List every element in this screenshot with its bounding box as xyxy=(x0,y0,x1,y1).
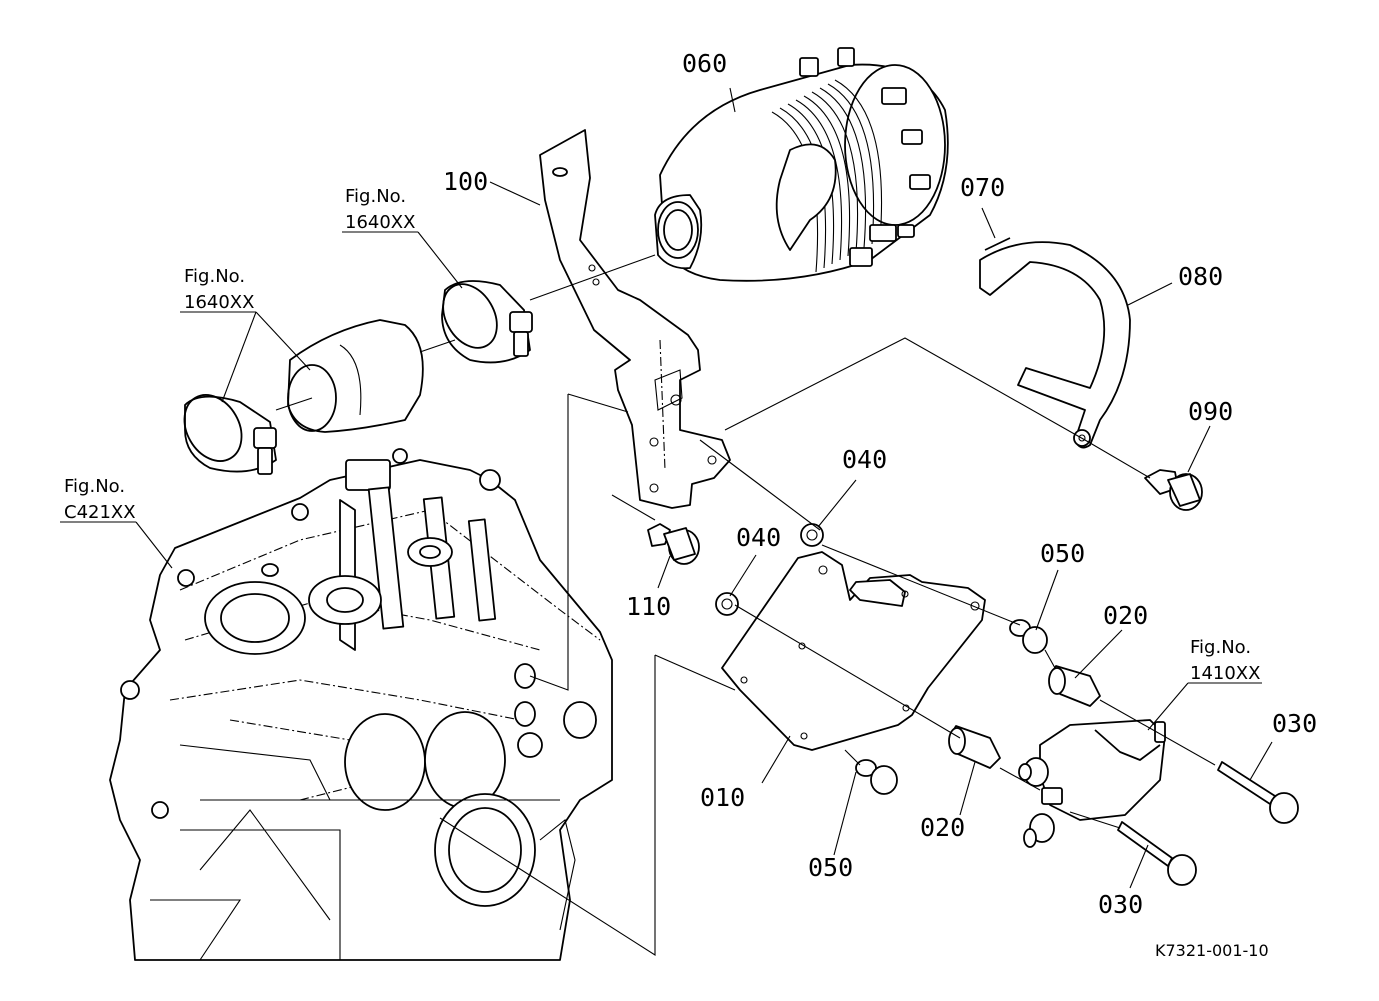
label-010: 010 xyxy=(700,783,745,812)
label-040-lower: 040 xyxy=(736,523,781,552)
label-030-upper: 030 xyxy=(1272,709,1317,738)
label-080: 080 xyxy=(1178,262,1223,291)
figref-c421xx-number: C421XX xyxy=(64,502,136,523)
assembly-lines xyxy=(275,254,1216,957)
label-050-lower: 050 xyxy=(808,853,853,882)
air-cleaner xyxy=(654,47,949,282)
bolt-050-lower xyxy=(855,759,898,795)
nut-040-upper xyxy=(800,523,824,547)
clamp-band xyxy=(979,237,1131,449)
part-labels: 060 100 070 080 090 040 040 050 020 030 … xyxy=(443,49,1317,919)
hose-clamp-lower xyxy=(183,394,277,475)
spacer-020-upper xyxy=(1048,665,1101,707)
gear-housing xyxy=(109,448,613,961)
drawing-code: K7321-001-10 xyxy=(1155,941,1269,960)
bolt-030-upper xyxy=(1217,761,1299,824)
label-070: 070 xyxy=(960,173,1005,202)
spacer-020-lower xyxy=(948,725,1001,769)
bolt-030-lower xyxy=(1117,821,1197,886)
bolt-050-upper xyxy=(1009,619,1048,654)
nut-040-lower xyxy=(715,592,739,616)
label-090: 090 xyxy=(1188,397,1233,426)
label-100: 100 xyxy=(443,167,488,196)
label-020-lower: 020 xyxy=(920,813,965,842)
figref-1640xx-upper-number: 1640XX xyxy=(345,212,415,233)
label-030-lower: 030 xyxy=(1098,890,1143,919)
label-040-upper: 040 xyxy=(842,445,887,474)
figref-c421xx-title: Fig.No. xyxy=(64,476,125,497)
bolt-090 xyxy=(1144,469,1203,511)
figref-1410xx-number: 1410XX xyxy=(1190,663,1260,684)
hose xyxy=(287,319,424,433)
label-020-upper: 020 xyxy=(1103,601,1148,630)
figref-1640xx-lower-number: 1640XX xyxy=(184,292,254,313)
hose-clamp-upper xyxy=(441,280,533,364)
figref-1640xx-upper-title: Fig.No. xyxy=(345,186,406,207)
label-050-upper: 050 xyxy=(1040,539,1085,568)
bracket-100 xyxy=(539,129,731,509)
label-110: 110 xyxy=(626,592,671,621)
figref-1410xx-title: Fig.No. xyxy=(1190,637,1251,658)
starter-solenoid xyxy=(1018,719,1166,848)
label-060: 060 xyxy=(682,49,727,78)
plate-010 xyxy=(721,551,986,751)
figure-references: Fig.No. 1640XX Fig.No. 1640XX Fig.No. C4… xyxy=(64,186,1260,684)
bolt-110 xyxy=(647,523,700,565)
leader-lines xyxy=(60,87,1273,889)
figref-1640xx-lower-title: Fig.No. xyxy=(184,266,245,287)
